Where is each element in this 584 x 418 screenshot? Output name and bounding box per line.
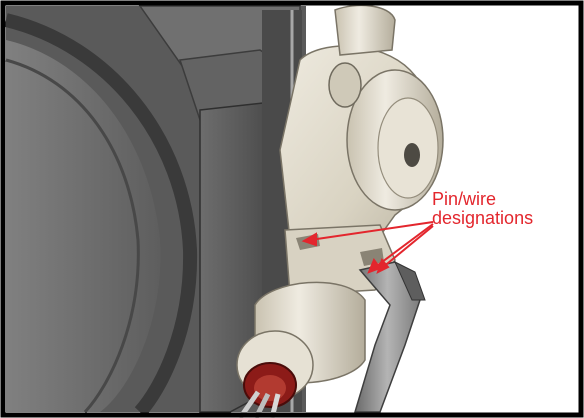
pin-wire-designations-label: Pin/wire designations	[432, 189, 534, 228]
bore-inner-edge	[5, 58, 140, 414]
sensor-shaft-hole	[404, 143, 420, 167]
connector-plug-seal-inner	[254, 375, 286, 401]
arrow-head-right-pin-b	[376, 258, 390, 274]
arrow-head-right-pin-a	[367, 258, 382, 274]
sensor-top-boss	[334, 4, 396, 56]
sensor-screw-head	[328, 62, 362, 108]
annotation-arrows	[301, 221, 434, 274]
arrow-to-right-pin-b	[381, 225, 434, 269]
connector-pin-slot-right	[360, 248, 384, 266]
arrow-head-left-pin	[301, 232, 317, 247]
throttle-bore	[6, 40, 161, 412]
bore-rim	[4, 13, 198, 417]
connector-clip-tab	[393, 260, 426, 301]
arrow-to-left-pin	[309, 221, 434, 241]
